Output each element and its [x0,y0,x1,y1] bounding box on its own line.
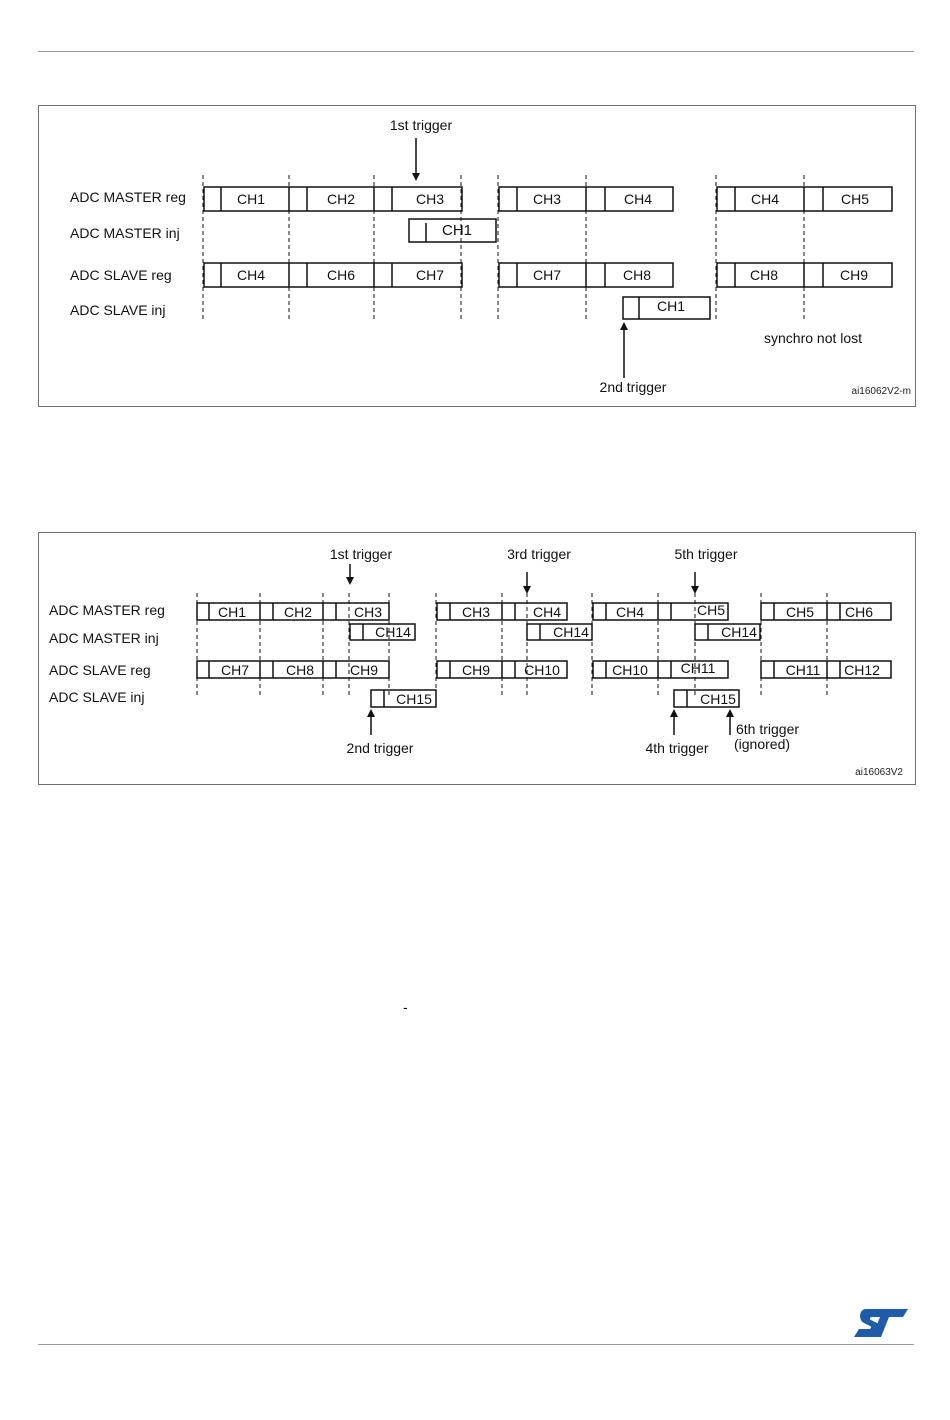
channel-label: CH4 [237,267,265,283]
channel-label: CH5 [697,602,725,618]
trigger-label: 4th trigger [645,740,708,756]
channel-label: CH9 [462,662,490,678]
channel-label: CH3 [354,604,382,620]
channel-label: CH8 [750,267,778,283]
trigger-label: 1st trigger [390,117,453,133]
master-reg-sequence [196,602,892,621]
row-label: ADC SLAVE inj [70,302,165,318]
note-text: synchro not lost [764,330,862,346]
trigger-label: 1st trigger [330,546,393,562]
channel-label: CH10 [524,662,560,678]
trigger-label: 5th trigger [674,546,737,562]
trigger-label: 3rd trigger [507,546,571,562]
slave-reg-sequence [196,660,892,679]
channel-label: CH7 [416,267,444,283]
header-rule [38,51,914,52]
master-inj-sequence [349,623,761,641]
channel-label: CH14 [553,624,589,640]
channel-label: CH10 [612,662,648,678]
row-label: ADC SLAVE inj [49,689,144,705]
channel-label: CH15 [396,691,432,707]
channel-label: CH3 [462,604,490,620]
channel-label: CH4 [533,604,561,620]
row-label: ADC MASTER inj [49,630,159,646]
figure-2-diagram: ADC MASTER reg ADC MASTER inj ADC SLAVE … [49,546,903,778]
channel-label: CH1 [657,298,685,314]
channel-label: CH7 [221,662,249,678]
figure-1-frame: ADC MASTER reg ADC MASTER inj ADC SLAVE … [38,105,916,407]
slave-inj-sequence [370,689,740,708]
channel-label: CH11 [681,660,716,676]
channel-label: CH1 [218,604,246,620]
channel-label: CH14 [721,624,757,640]
trigger-note: (ignored) [734,736,790,752]
channel-label: CH4 [624,191,652,207]
footer-rule [38,1344,914,1345]
row-label: ADC MASTER reg [49,602,165,618]
channel-label: CH8 [286,662,314,678]
row-label: ADC SLAVE reg [70,267,172,283]
channel-label: CH14 [375,624,411,640]
channel-label: CH7 [533,267,561,283]
channel-label: CH9 [350,662,378,678]
channel-label: CH2 [327,191,355,207]
channel-label: CH1 [237,191,265,207]
trigger-label: 2nd trigger [600,379,667,395]
slave-inj-sequence [622,296,711,320]
figure-reference: ai16062V2-m [852,386,911,397]
channel-label: CH3 [533,191,561,207]
channel-label: CH3 [416,191,444,207]
master-inj-sequence [408,218,497,243]
st-logo-icon [852,1306,910,1345]
master-reg-sequence [203,186,893,212]
channel-label: CH11 [786,662,821,678]
channel-label: CH6 [327,267,355,283]
channel-label: CH1 [442,222,472,239]
trigger-label: 6th trigger [736,721,799,737]
figure-1-diagram: ADC MASTER reg ADC MASTER inj ADC SLAVE … [70,117,911,397]
trigger-label: 2nd trigger [347,740,414,756]
channel-label: CH4 [616,604,644,620]
figure-2-frame: ADC MASTER reg ADC MASTER inj ADC SLAVE … [38,532,916,785]
channel-label: CH5 [786,604,814,620]
figure-reference: ai16063V2 [855,767,903,778]
timing-guides [202,175,805,319]
channel-label: CH2 [284,604,312,620]
channel-label: CH6 [845,604,873,620]
row-label: ADC MASTER inj [70,225,180,241]
channel-label: CH8 [623,267,651,283]
channel-label: CH4 [751,191,779,207]
channel-label: CH5 [841,191,869,207]
channel-label: CH12 [844,662,880,678]
row-label: ADC MASTER reg [70,189,186,205]
channel-label: CH15 [700,691,736,707]
channel-label: CH9 [840,267,868,283]
row-label: ADC SLAVE reg [49,662,151,678]
slave-reg-sequence [203,262,893,288]
stray-mark: - [403,999,408,1015]
